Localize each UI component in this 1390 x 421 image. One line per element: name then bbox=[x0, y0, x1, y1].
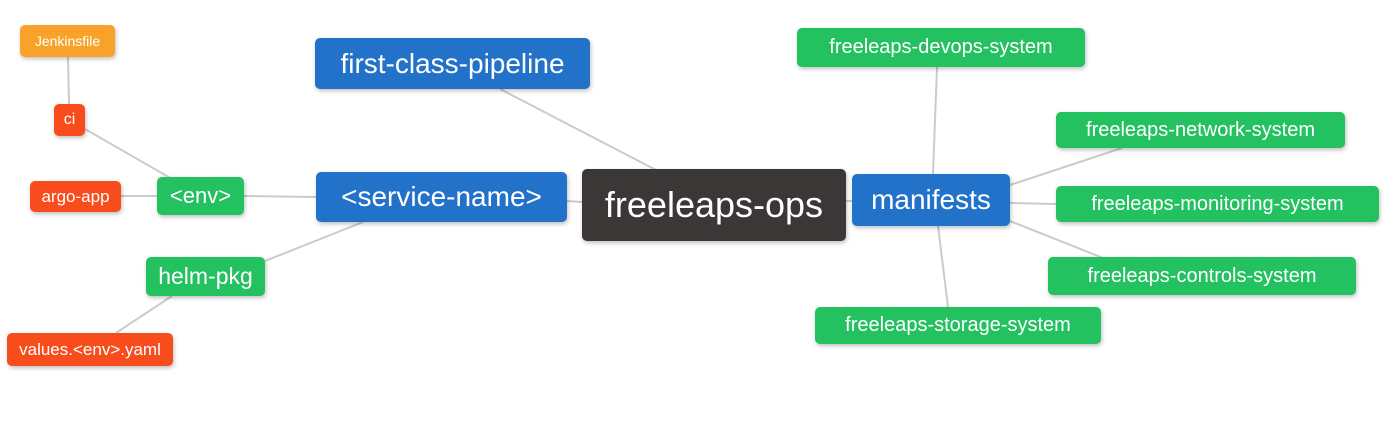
node-freeleaps-monitoring-system[interactable]: freeleaps-monitoring-system bbox=[1056, 186, 1379, 222]
edge-first-class-pipeline-to-freeleaps-ops bbox=[499, 88, 657, 171]
node-label: first-class-pipeline bbox=[340, 47, 565, 79]
edge-values-env-yaml-to-helm-pkg bbox=[115, 295, 173, 334]
node-label: freeleaps-monitoring-system bbox=[1091, 192, 1344, 215]
node-ci[interactable]: ci bbox=[54, 104, 85, 136]
node-label: <env> bbox=[169, 183, 232, 208]
edge-service-name-to-freeleaps-ops bbox=[566, 200, 583, 203]
node-label: Jenkinsfile bbox=[34, 33, 101, 49]
node-label: freeleaps-network-system bbox=[1086, 118, 1315, 141]
edge-manifests-to-freeleaps-devops-system bbox=[932, 66, 938, 175]
node-helm-pkg[interactable]: helm-pkg bbox=[146, 257, 265, 296]
node-label: freeleaps-devops-system bbox=[829, 36, 1053, 58]
edge-helm-pkg-to-service-name bbox=[264, 221, 364, 262]
edge-env-to-service-name bbox=[243, 195, 317, 198]
node-manifests[interactable]: manifests bbox=[852, 174, 1010, 226]
edge-manifests-to-freeleaps-network-system bbox=[1009, 147, 1123, 186]
node-env[interactable]: <env> bbox=[157, 177, 244, 215]
node-label: ci bbox=[63, 111, 76, 128]
node-label: freeleaps-controls-system bbox=[1087, 264, 1317, 287]
node-service-name[interactable]: <service-name> bbox=[316, 172, 567, 222]
node-freeleaps-storage-system[interactable]: freeleaps-storage-system bbox=[815, 307, 1101, 344]
node-freeleaps-devops-system[interactable]: freeleaps-devops-system bbox=[797, 28, 1085, 67]
node-values-env-yaml[interactable]: values.<env>.yaml bbox=[7, 333, 173, 366]
edge-manifests-to-freeleaps-controls-system bbox=[1009, 220, 1109, 261]
node-freeleaps-controls-system[interactable]: freeleaps-controls-system bbox=[1048, 257, 1356, 295]
node-label: manifests bbox=[871, 184, 991, 215]
node-label: values.<env>.yaml bbox=[19, 339, 161, 359]
node-label: argo-app bbox=[41, 186, 110, 206]
node-argo-app[interactable]: argo-app bbox=[30, 181, 121, 212]
node-jenkinsfile[interactable]: Jenkinsfile bbox=[20, 25, 115, 57]
node-label: helm-pkg bbox=[158, 263, 253, 289]
node-label: freeleaps-ops bbox=[604, 184, 824, 225]
node-freeleaps-ops[interactable]: freeleaps-ops bbox=[582, 169, 846, 241]
edge-jenkinsfile-to-ci bbox=[67, 56, 70, 105]
edge-manifests-to-freeleaps-monitoring-system bbox=[1009, 202, 1057, 205]
edge-ci-to-env bbox=[84, 128, 173, 180]
node-first-class-pipeline[interactable]: first-class-pipeline bbox=[315, 38, 590, 89]
node-label: <service-name> bbox=[341, 181, 542, 212]
node-freeleaps-network-system[interactable]: freeleaps-network-system bbox=[1056, 112, 1345, 148]
edge-manifests-to-freeleaps-storage-system bbox=[937, 225, 949, 308]
node-label: freeleaps-storage-system bbox=[845, 314, 1071, 336]
